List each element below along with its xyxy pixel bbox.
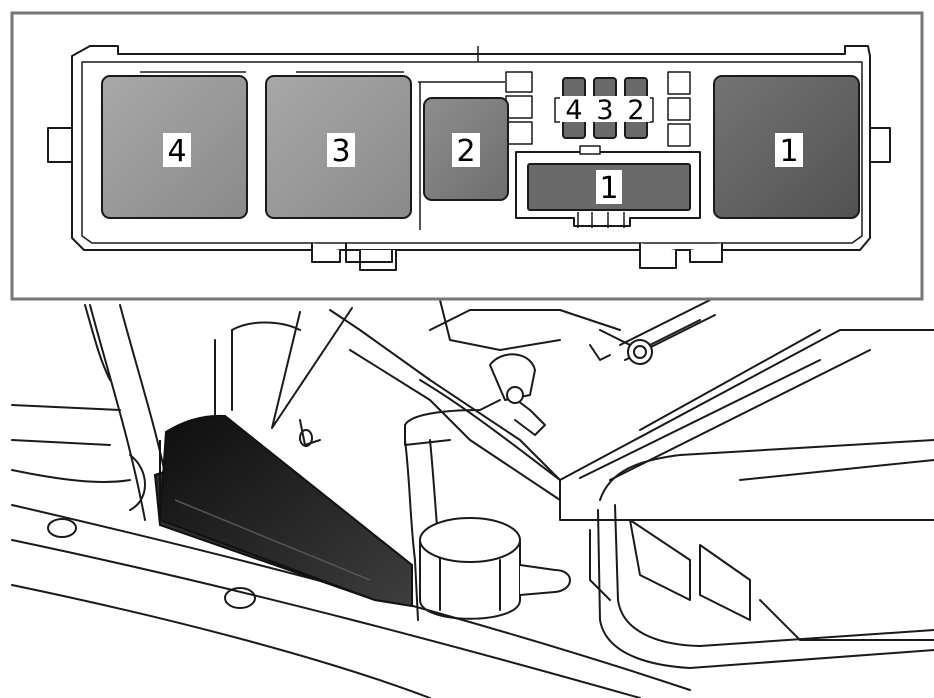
relay-3: 3 xyxy=(265,75,412,219)
relay-2-label: 2 xyxy=(456,134,475,169)
relay-1-label: 1 xyxy=(779,134,798,169)
relay-4-label: 4 xyxy=(167,134,186,169)
mini-fuse-2-label: 2 xyxy=(627,95,644,126)
relay-3-label: 3 xyxy=(331,134,350,169)
fuse-box-location xyxy=(153,414,413,608)
mini-fuse-4-label: 4 xyxy=(565,95,582,126)
maxi-fuse-1: 1 xyxy=(527,163,691,211)
maxi-fuse-1-label: 1 xyxy=(599,171,618,206)
relay-2: 2 xyxy=(423,97,509,201)
relay-1: 1 xyxy=(713,75,860,219)
mini-fuse-block: 4 3 2 xyxy=(560,77,650,139)
engine-bay-illustration xyxy=(11,299,934,698)
mini-fuse-3-label: 3 xyxy=(596,95,613,126)
relay-4: 4 xyxy=(101,75,248,219)
